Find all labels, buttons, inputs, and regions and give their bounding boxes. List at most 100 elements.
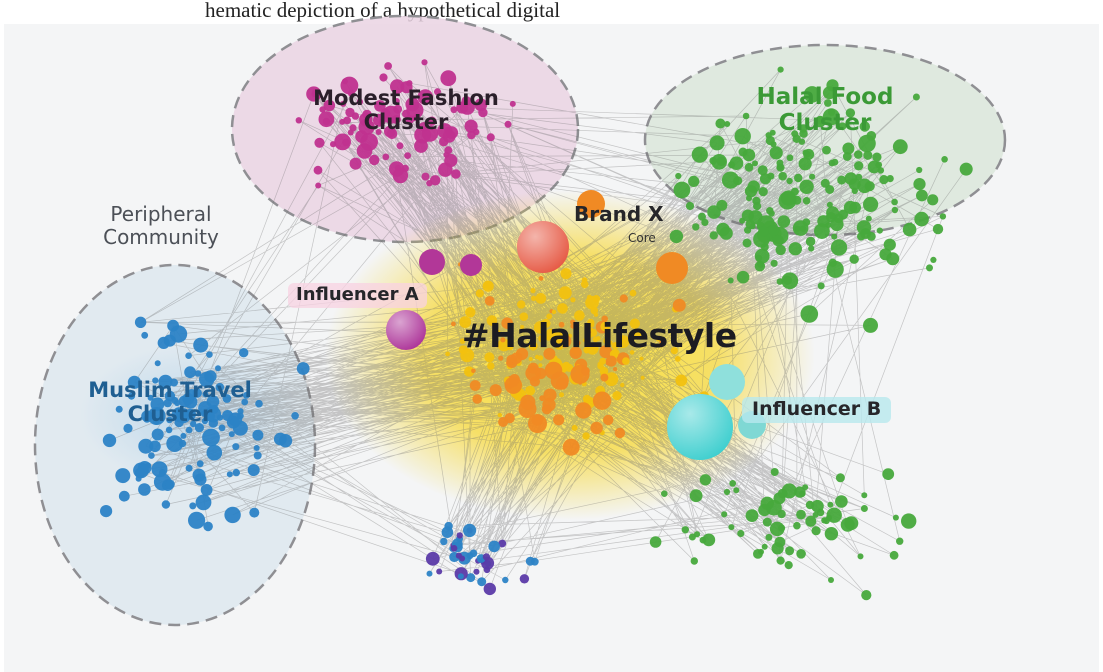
travel-node <box>102 433 117 448</box>
food-node <box>865 215 872 222</box>
hub-node <box>484 352 495 363</box>
hub-node <box>551 309 557 315</box>
travel-node <box>118 490 130 502</box>
travel-node <box>161 500 171 509</box>
food-node <box>854 161 864 171</box>
hub-orange-node <box>550 371 569 390</box>
brand-x-core-label: Core <box>628 231 656 245</box>
fashion-node <box>467 130 476 140</box>
food-lower-node <box>811 526 821 536</box>
hub-orange-node <box>562 438 580 456</box>
food-node <box>872 152 882 162</box>
travel-node <box>185 426 193 434</box>
food-node <box>856 220 872 235</box>
fashion-node <box>313 165 323 175</box>
food-lower-node <box>761 543 768 550</box>
travel-node <box>253 445 260 451</box>
travel-node <box>200 484 213 496</box>
food-node <box>778 171 787 181</box>
travel-node <box>178 439 187 448</box>
food-lower-node <box>721 511 728 518</box>
travel-node <box>226 471 233 478</box>
fashion-node <box>406 80 413 87</box>
travel-node <box>194 423 204 433</box>
food-node <box>939 213 947 220</box>
food-lower-node <box>861 590 872 601</box>
travel-node <box>194 370 202 377</box>
fashion-node <box>319 106 326 113</box>
food-node <box>867 160 881 174</box>
hub-node <box>545 328 557 340</box>
fashion-node <box>315 182 322 189</box>
hub-orange-node <box>603 414 614 426</box>
food-lower-node <box>745 509 759 522</box>
food-node <box>799 225 807 232</box>
food-node <box>767 172 775 180</box>
food-node <box>777 66 784 73</box>
food-lower-node <box>723 488 731 496</box>
brand-x-node-shade <box>517 221 569 273</box>
food-node <box>772 235 784 247</box>
food-node <box>916 166 923 174</box>
modest-fashion-cluster-label-text: Modest Fashion Cluster <box>313 86 499 135</box>
fashion-node <box>450 106 458 114</box>
hub-node <box>584 349 589 354</box>
hub-node <box>497 412 502 418</box>
peripheral-node <box>482 553 490 561</box>
food-node <box>849 254 859 264</box>
travel-node <box>291 412 299 420</box>
food-lower-node <box>805 515 817 527</box>
hub-node <box>554 341 564 350</box>
food-node <box>902 222 917 237</box>
hub-node <box>559 392 564 398</box>
hub-node <box>628 333 633 338</box>
food-node <box>863 196 879 212</box>
influencer-b-satellite-node <box>709 364 745 400</box>
food-node <box>932 223 944 235</box>
hub-node <box>525 385 536 396</box>
halal-food-cluster-label: Halal Food Cluster <box>735 84 915 137</box>
hub-node <box>558 286 572 300</box>
food-node <box>912 93 920 101</box>
food-node <box>864 181 875 192</box>
food-node <box>716 222 730 237</box>
hub-node <box>587 318 595 327</box>
hub-node <box>582 432 590 440</box>
travel-node <box>205 411 215 421</box>
fashion-node <box>406 101 424 119</box>
travel-node <box>247 464 260 477</box>
travel-node <box>194 473 207 486</box>
hub-node <box>560 334 565 338</box>
food-node <box>827 108 836 116</box>
peripheral-node <box>444 521 453 531</box>
food-node <box>826 201 833 208</box>
food-node <box>786 177 793 185</box>
travel-node <box>206 351 213 358</box>
travel-node <box>163 398 172 408</box>
brand-x-label: Brand X <box>574 202 664 226</box>
hub-node <box>585 295 599 310</box>
travel-node <box>222 394 232 403</box>
travel-node <box>206 395 220 408</box>
fashion-node <box>443 151 450 158</box>
travel-node <box>123 423 133 433</box>
hub-node <box>498 355 504 361</box>
fashion-node <box>421 59 428 66</box>
hub-node <box>500 337 506 343</box>
travel-node <box>127 375 141 389</box>
food-node <box>768 224 780 236</box>
food-node <box>724 121 731 127</box>
hub-node <box>640 375 645 380</box>
fashion-node <box>322 117 331 126</box>
fashion-node <box>486 133 495 142</box>
hub-node <box>574 310 585 321</box>
food-lower-node <box>835 473 845 483</box>
hub-node <box>487 362 495 370</box>
hub-node <box>531 295 537 301</box>
peripheral-node <box>477 577 487 587</box>
food-node <box>808 245 815 252</box>
hub-node <box>451 321 456 327</box>
food-lower-node <box>840 517 855 532</box>
food-node <box>749 223 756 230</box>
hub-node <box>616 335 630 348</box>
